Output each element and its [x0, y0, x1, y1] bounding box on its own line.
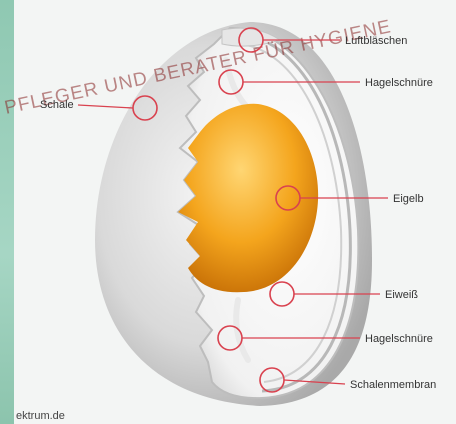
- label-shell: Schale: [40, 99, 74, 111]
- label-air-cell: Luftbläschen: [345, 35, 407, 47]
- label-yolk: Eigelb: [393, 193, 424, 205]
- label-egg-white: Eiweiß: [385, 289, 418, 301]
- source-credit: ektrum.de: [16, 410, 65, 422]
- label-chalaza-bottom: Hagelschnüre: [365, 333, 433, 345]
- label-shell-membrane: Schalenmembran: [350, 379, 436, 391]
- leader-shell: [78, 105, 133, 108]
- label-chalaza-top: Hagelschnüre: [365, 77, 433, 89]
